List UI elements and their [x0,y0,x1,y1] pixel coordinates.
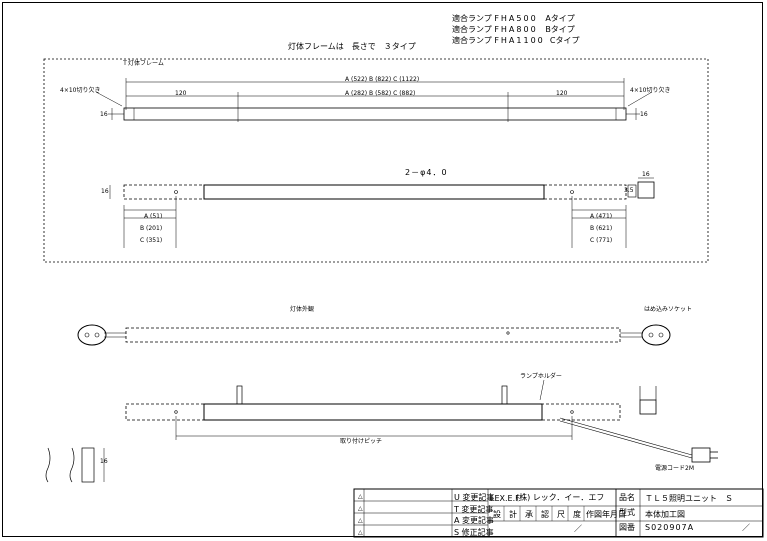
pitch-label: 取り付けピッチ [340,438,383,445]
lamp-holder-left [236,385,243,405]
revision-4: S 修正記事 [454,528,494,537]
dim-right-120: 120 [556,90,568,97]
holder-detail [639,399,657,415]
dim-c-right: C (771) [590,237,613,244]
height-left2-label: 16 [101,188,109,195]
holes-label: 2－φ4．0 [405,168,448,177]
dim-left-120: 120 [175,90,187,97]
revision-3: A 変更記事 [454,516,495,525]
drawing-number: S020907A [645,523,695,532]
company-logo: LEX.E.F. [490,494,521,503]
frame-section-boundary [43,58,709,263]
fitting-height-label: 16 [100,458,108,465]
dim-mid-label: A (282) B (582) C (882) [345,90,416,97]
revision-2: T 変更記事 [454,505,494,514]
dim-a-left: A (51) [144,213,163,220]
socket-label: はめ込みソケット [644,306,693,313]
power-cord [559,417,693,456]
svg-text:△: △ [358,517,363,524]
lamp-row-a: 適合ランプ FHA500 Aタイプ [452,14,575,23]
dim-a-right: A (471) [590,213,613,220]
sign-6: 度 [573,510,581,519]
socket-left [77,324,107,346]
model-name: 本体加工図 [645,510,685,519]
frame-note: 灯体フレームは 長さで ３タイプ [288,42,416,51]
lamp-row-c: 適合ランプ FHA1100 Cタイプ [452,36,580,45]
body-exterior [125,327,621,343]
hole-right-label: 4×10切り欠き [630,87,671,94]
cord-label: 電源コード2M [655,465,694,472]
section-frame-label: Ｔ灯体フレーム [122,60,164,67]
sign-2: 計 [509,510,517,519]
drawing-slash: ／ [742,523,750,532]
dim-total-label: A (522) B (822) C (1122) [345,76,420,83]
lamp-row-b: 適合ランプ FHA800 Bタイプ [452,25,575,34]
revision-1: U 変更記事 [454,493,495,502]
assembly-view [125,403,621,421]
svg-text:△: △ [358,529,363,536]
plug [691,447,711,463]
depth-right-label: 3.5 [624,187,634,194]
height-right-label: 16 [640,111,648,118]
section-detail [81,447,95,483]
end-profile [637,181,655,199]
model-label: 型式 [619,508,635,517]
holder-label: ランプホルダー [520,373,562,380]
product-label: 品名 [619,493,635,502]
frame-top-view [123,107,627,121]
dim-b-right: B (621) [590,225,613,232]
hole-left-label: 4×10切り欠き [60,87,101,94]
height-left-label: 16 [100,111,108,118]
lamp-holder-right [501,385,508,405]
scale-slash: ／ [574,524,582,533]
sign-1: 設 [493,510,501,519]
sign-7: 作図年月日 [586,510,626,519]
drawing-label: 図番 [619,523,635,532]
dim-b-left: B (201) [140,225,163,232]
sign-4: 認 [541,510,549,519]
frame-side-view [123,184,627,200]
sign-3: 承 [525,510,533,519]
width-right-label: 16 [642,171,650,178]
company-name: (株) レック．イー．エフ [516,493,605,502]
socket-right [641,324,671,346]
dim-c-left: C (351) [140,237,163,244]
sign-5: 尺 [557,510,565,519]
product-name: ＴＬ５照明ユニット Ｓ [645,494,733,503]
frame-lamp-area [203,184,545,200]
svg-text:△: △ [358,505,363,512]
body-label: 灯体外観 [290,306,315,313]
svg-text:△: △ [358,493,363,500]
